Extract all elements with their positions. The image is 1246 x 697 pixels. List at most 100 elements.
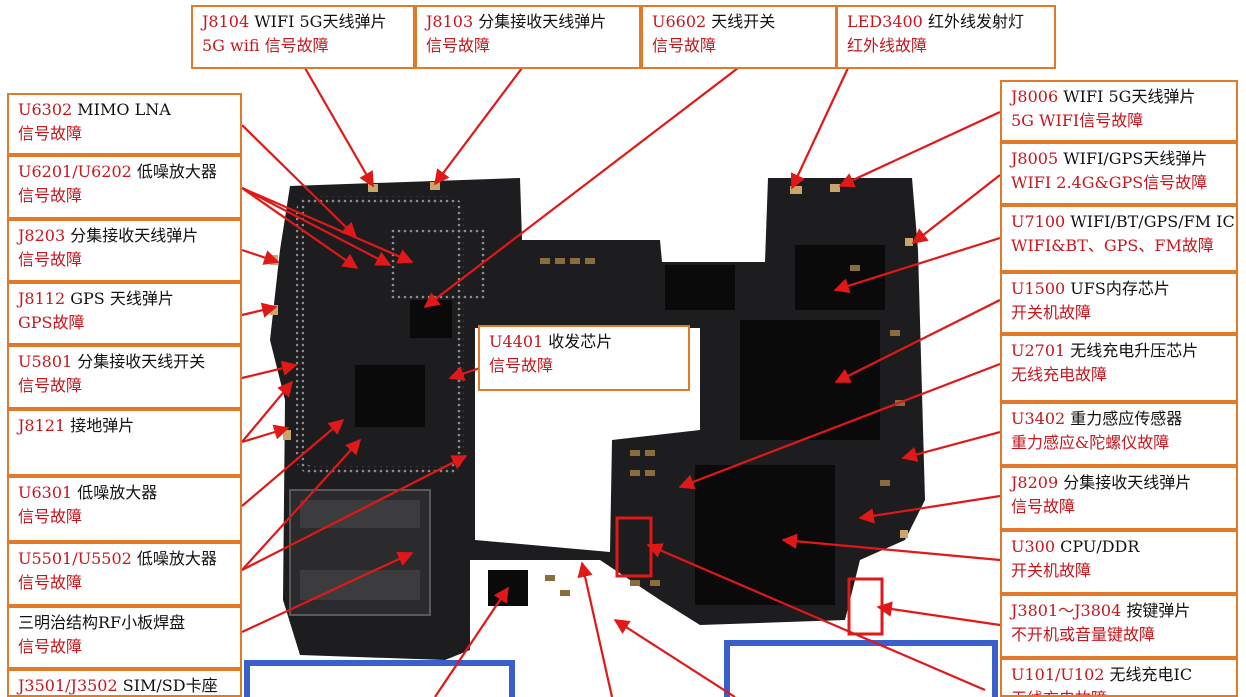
label-j8104: J8104 WIFI 5G天线弹片 5G wifi 信号故障 — [191, 5, 415, 69]
part-name: SIM/SD卡座 — [117, 676, 218, 695]
fault-text: 开关机故障 — [1011, 561, 1092, 580]
label-j8203: J8203 分集接收天线弹片 信号故障 — [7, 219, 242, 282]
part-code: LED3400 — [847, 12, 923, 31]
fault-text: WIFI 2.4G&GPS信号故障 — [1011, 173, 1208, 192]
callout-arrows — [241, 67, 1001, 697]
label-u7100: U7100 WIFI/BT/GPS/FM IC WIFI&BT、GPS、FM故障 — [1000, 205, 1238, 272]
fault-text: 无线充电故障 — [1011, 365, 1108, 384]
part-code: J8103 — [426, 12, 474, 31]
fault-text: 无线充电故障 — [1011, 687, 1227, 695]
label-u6201: U6201/U6202 低噪放大器 信号故障 — [7, 155, 242, 219]
part-name: 分集接收天线弹片 — [473, 12, 607, 31]
part-name: 收发芯片 — [543, 332, 613, 351]
part-name: 按键弹片 — [1121, 601, 1191, 620]
part-code: J8104 — [202, 12, 250, 31]
label-rf-pad: 三明治结构RF小板焊盘 信号故障 — [7, 606, 242, 669]
fault-text: 信号故障 — [1011, 497, 1076, 516]
part-code: J3501/J3502 — [18, 676, 118, 695]
part-code: J8005 — [1011, 149, 1059, 168]
fault-text: 信号故障 — [18, 250, 83, 269]
label-u2701: U2701 无线充电升压芯片 无线充电故障 — [1000, 334, 1238, 402]
part-code: J8121 — [18, 416, 66, 435]
part-name: CPU/DDR — [1055, 537, 1140, 556]
part-name: 无线充电升压芯片 — [1065, 341, 1199, 360]
fault-text: 信号故障 — [18, 637, 83, 656]
part-code: U5801 — [18, 352, 73, 371]
fault-text: WIFI&BT、GPS、FM故障 — [1011, 236, 1214, 255]
part-code: J8203 — [18, 226, 66, 245]
part-code: U300 — [1011, 537, 1056, 556]
label-u101: U101/U102 无线充电IC 无线充电故障 — [1000, 658, 1238, 697]
part-name: WIFI/GPS天线弹片 — [1058, 149, 1208, 168]
part-name: WIFI 5G天线弹片 — [1058, 87, 1196, 106]
label-u6302: U6302 MIMO LNA 信号故障 — [7, 93, 242, 155]
fault-text: 信号故障 — [426, 36, 491, 55]
label-j8112: J8112 GPS 天线弹片 GPS故障 — [7, 282, 242, 345]
part-code: U3402 — [1011, 409, 1066, 428]
label-j3501: J3501/J3502 SIM/SD卡座 — [7, 669, 242, 697]
part-name: 三明治结构RF小板焊盘 — [18, 613, 186, 632]
part-name: 接地弹片 — [65, 416, 135, 435]
part-name: 低噪放大器 — [131, 162, 217, 181]
fault-text: 信号故障 — [18, 186, 83, 205]
fault-text: 开关机故障 — [1011, 303, 1092, 322]
part-code: U7100 — [1011, 212, 1066, 231]
label-j8006: J8006 WIFI 5G天线弹片 5G WIFI信号故障 — [1000, 80, 1238, 142]
fault-text: 重力感应&陀螺仪故障 — [1011, 433, 1170, 452]
label-u1500: U1500 UFS内存芯片 开关机故障 — [1000, 272, 1238, 334]
fault-text: 5G wifi 信号故障 — [202, 36, 329, 55]
part-code: J8209 — [1011, 473, 1059, 492]
label-j8121: J8121 接地弹片 — [7, 409, 242, 476]
fault-text: 信号故障 — [18, 573, 83, 592]
label-u6602: U6602 天线开关 信号故障 — [641, 5, 837, 69]
part-code: J8006 — [1011, 87, 1059, 106]
part-code: U6602 — [652, 12, 707, 31]
part-code: U1500 — [1011, 279, 1066, 298]
fault-text: 信号故障 — [489, 356, 554, 375]
part-name: WIFI 5G天线弹片 — [249, 12, 387, 31]
fault-text: 红外线故障 — [847, 36, 928, 55]
label-u5801: U5801 分集接收天线开关 信号故障 — [7, 345, 242, 409]
part-code: J8112 — [18, 289, 66, 308]
label-u300: U300 CPU/DDR 开关机故障 — [1000, 530, 1238, 594]
label-j3801: J3801～J3804 按键弹片 不开机或音量键故障 — [1000, 594, 1238, 658]
fault-text: GPS故障 — [18, 313, 85, 332]
part-code: U6201/U6202 — [18, 162, 132, 181]
part-name: 重力感应传感器 — [1065, 409, 1183, 428]
part-name: 低噪放大器 — [72, 483, 158, 502]
part-name: MIMO LNA — [72, 100, 171, 119]
part-code: U5501/U5502 — [18, 549, 132, 568]
fault-text: 信号故障 — [18, 507, 83, 526]
part-code: U6302 — [18, 100, 73, 119]
label-u3402: U3402 重力感应传感器 重力感应&陀螺仪故障 — [1000, 402, 1238, 466]
fault-text: 信号故障 — [18, 124, 83, 143]
part-name: 无线充电IC — [1104, 665, 1193, 684]
part-name: 分集接收天线开关 — [72, 352, 206, 371]
part-code: U4401 — [489, 332, 544, 351]
part-name: 天线开关 — [706, 12, 776, 31]
label-j8103: J8103 分集接收天线弹片 信号故障 — [415, 5, 641, 69]
part-code: U2701 — [1011, 341, 1066, 360]
label-u6301: U6301 低噪放大器 信号故障 — [7, 476, 242, 542]
part-code: U101/U102 — [1011, 665, 1105, 684]
part-name: 红外线发射灯 — [922, 12, 1024, 31]
part-name: 分集接收天线弹片 — [65, 226, 199, 245]
part-name: 低噪放大器 — [131, 549, 217, 568]
label-j8209: J8209 分集接收天线弹片 信号故障 — [1000, 466, 1238, 530]
label-j8005: J8005 WIFI/GPS天线弹片 WIFI 2.4G&GPS信号故障 — [1000, 142, 1238, 205]
label-u4401: U4401 收发芯片 信号故障 — [478, 325, 690, 391]
part-name: WIFI/BT/GPS/FM IC — [1065, 212, 1235, 231]
part-code: J3801～J3804 — [1011, 601, 1122, 620]
pcb-board — [244, 178, 998, 697]
part-name: 分集接收天线弹片 — [1058, 473, 1192, 492]
part-name: GPS 天线弹片 — [65, 289, 174, 308]
fault-text: 5G WIFI信号故障 — [1011, 111, 1144, 130]
fault-text: 信号故障 — [18, 376, 83, 395]
part-code: U6301 — [18, 483, 73, 502]
part-name: UFS内存芯片 — [1065, 279, 1170, 298]
fault-text: 信号故障 — [652, 36, 717, 55]
fault-text: 不开机或音量键故障 — [1011, 625, 1156, 644]
label-led3400: LED3400 红外线发射灯 红外线故障 — [836, 5, 1056, 69]
